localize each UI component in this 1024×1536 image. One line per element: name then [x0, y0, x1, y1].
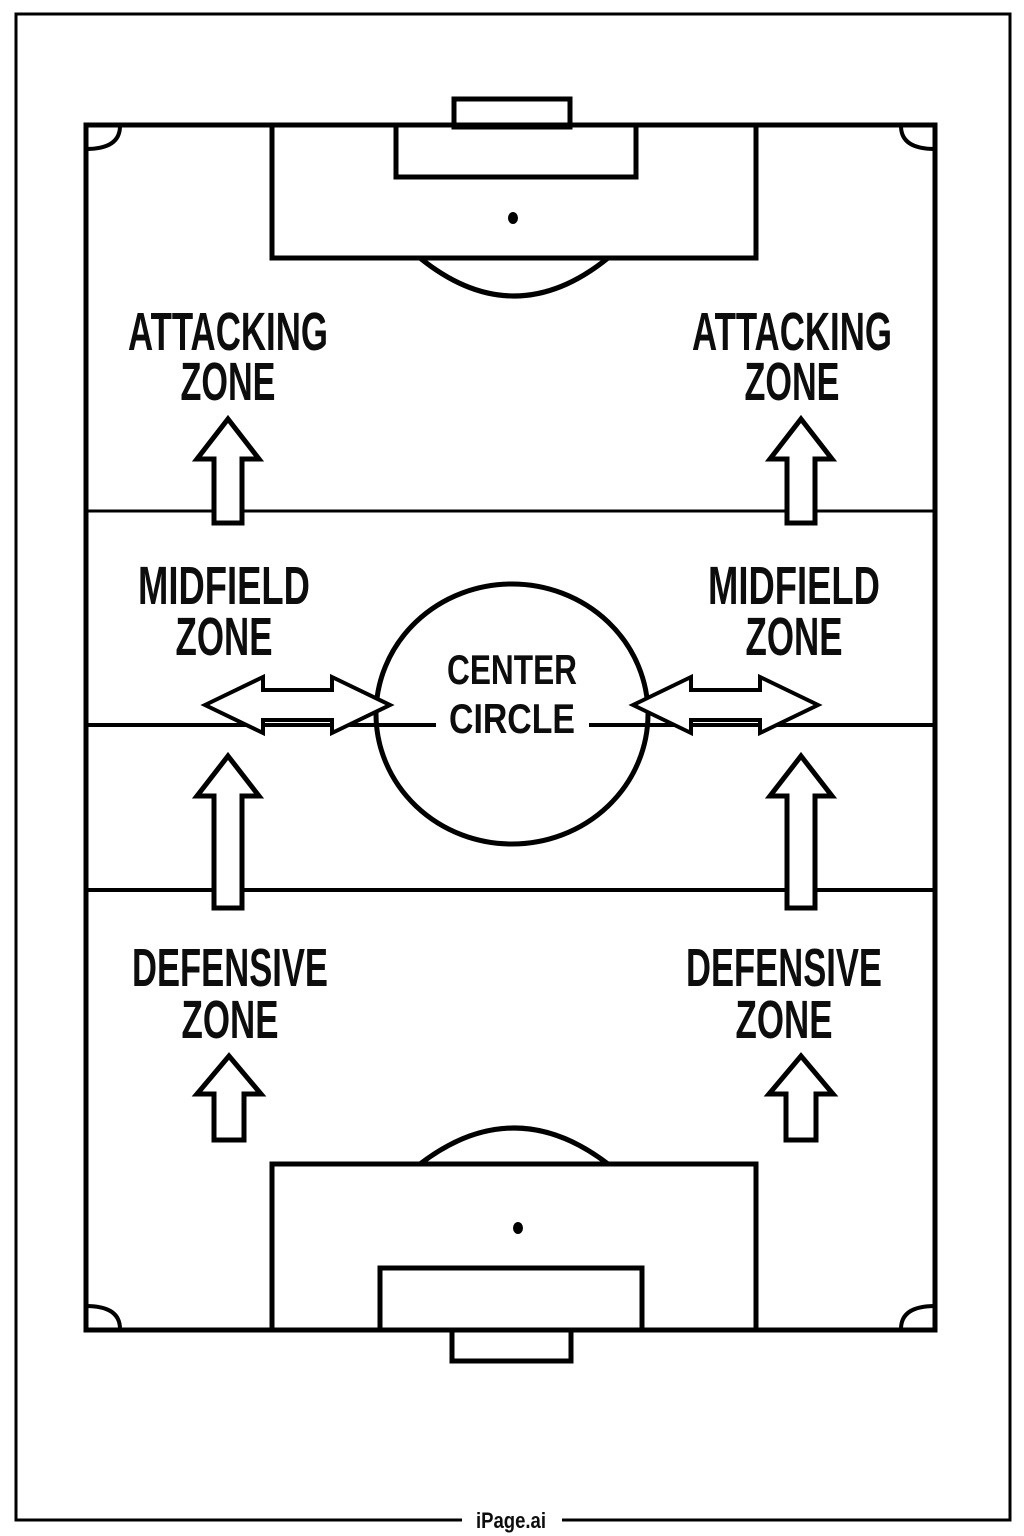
- label-attacking-right-line2: ZONE: [745, 352, 840, 412]
- top-penalty-arc: [418, 256, 610, 299]
- label-midfield-zone-left: MIDFIELD ZONE: [138, 556, 310, 667]
- label-midfield-zone-right: MIDFIELD ZONE: [708, 556, 880, 667]
- bottom-goal: [449, 1327, 574, 1364]
- label-defensive-zone-right: DEFENSIVE ZONE: [686, 938, 882, 1050]
- corner-arc-bottom-left: [85, 1304, 122, 1330]
- label-center-circle-line2: CIRCLE: [449, 695, 575, 742]
- bottom-penalty-spot: [513, 1222, 523, 1234]
- corner-arc-bottom-right: [899, 1304, 936, 1330]
- label-attacking-left-line1: ATTACKING: [128, 302, 328, 362]
- arrow-defensive-zone-left-icon: [191, 1052, 267, 1143]
- label-attacking-zone-left: ATTACKING ZONE: [128, 302, 328, 412]
- double-arrow-midfield-left-icon: [200, 673, 395, 737]
- label-midfield-left-line2: ZONE: [176, 607, 273, 667]
- label-defensive-left-line1: DEFENSIVE: [132, 938, 328, 998]
- label-center-circle-line1: CENTER: [447, 646, 577, 693]
- arrow-midfield-to-attacking-right-icon: [764, 414, 838, 526]
- footer-brand: iPage.ai: [476, 1508, 546, 1533]
- footer-brand-background: [462, 1504, 562, 1536]
- bottom-penalty-arc: [418, 1125, 610, 1166]
- label-midfield-right-line1: MIDFIELD: [708, 556, 880, 616]
- label-center-circle: CENTER CIRCLE: [447, 646, 577, 742]
- label-midfield-left-line1: MIDFIELD: [138, 556, 310, 616]
- corner-arc-top-right: [899, 125, 936, 151]
- arrow-midfield-to-attacking-left-icon: [191, 414, 265, 526]
- arrow-defensive-zone-right-icon: [763, 1052, 839, 1143]
- label-defensive-left-line2: ZONE: [182, 990, 279, 1050]
- label-defensive-right-line1: DEFENSIVE: [686, 938, 882, 998]
- arrow-defensive-to-midfield-left-icon: [191, 751, 265, 911]
- label-attacking-zone-right: ATTACKING ZONE: [692, 302, 892, 412]
- label-defensive-right-line2: ZONE: [736, 990, 833, 1050]
- label-attacking-left-line2: ZONE: [181, 352, 276, 412]
- corner-arc-top-left: [85, 125, 122, 151]
- double-arrow-midfield-right-icon: [628, 673, 823, 737]
- label-midfield-right-line2: ZONE: [746, 607, 843, 667]
- arrow-defensive-to-midfield-right-icon: [764, 751, 838, 911]
- label-attacking-right-line1: ATTACKING: [692, 302, 892, 362]
- top-penalty-spot: [508, 212, 518, 224]
- label-defensive-zone-left: DEFENSIVE ZONE: [132, 938, 328, 1050]
- top-penalty-area: [269, 122, 759, 261]
